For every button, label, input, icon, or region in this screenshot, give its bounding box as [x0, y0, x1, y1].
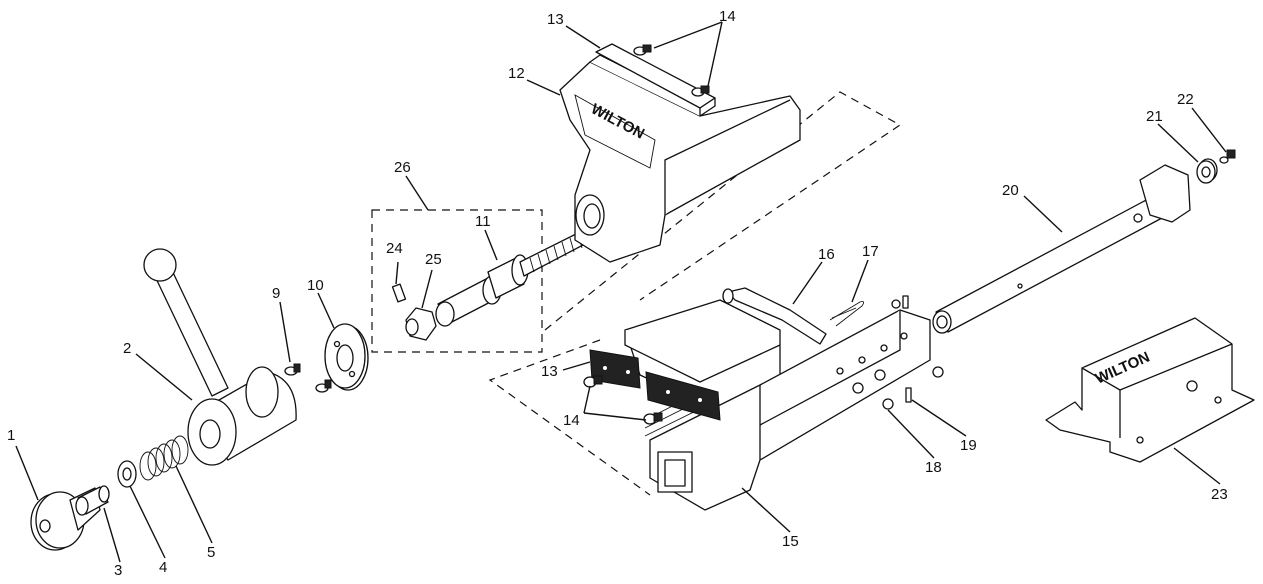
- part-10-flange: [324, 323, 369, 391]
- part-25-nut: [405, 307, 437, 341]
- part-9-screws: [284, 363, 332, 393]
- callout-12: 12: [508, 65, 525, 82]
- part-16-lock-pin: [722, 287, 827, 345]
- part-5-spring: [139, 435, 189, 481]
- callout-13-top: 13: [547, 11, 564, 28]
- callout-17: 17: [862, 243, 879, 260]
- callout-21: 21: [1146, 108, 1163, 125]
- callout-20: 20: [1002, 182, 1019, 199]
- callout-14-top: 14: [719, 8, 736, 25]
- callout-26: 26: [394, 159, 411, 176]
- callout-16: 16: [818, 246, 835, 263]
- callout-15: 15: [782, 533, 799, 550]
- callout-18: 18: [925, 459, 942, 476]
- part-18-nuts: [882, 299, 944, 410]
- part-14-screws-lower: [583, 375, 663, 425]
- callout-5: 5: [207, 544, 215, 561]
- callout-2: 2: [123, 340, 131, 357]
- part-2-handle: [143, 248, 297, 466]
- callout-23: 23: [1211, 486, 1228, 503]
- callout-labels: 1 2 3 4 5 9 10 11 12 13 13 14 14 15 16 1…: [7, 8, 1228, 579]
- part-13-jaw-plate-top: [595, 43, 716, 117]
- part-14-screws-top: [633, 44, 710, 97]
- part-11-screw-shaft: [435, 221, 605, 327]
- part-23-mounting-bracket: WILTON: [1045, 317, 1255, 463]
- callout-13-lower: 13: [541, 363, 558, 380]
- callout-4: 4: [159, 559, 167, 576]
- part-17-hairpin-clip: [829, 301, 865, 327]
- callout-3: 3: [114, 562, 122, 579]
- part-4-washer: [117, 460, 137, 488]
- part-15-base: [624, 299, 931, 511]
- part-19-roll-pin: [902, 295, 912, 403]
- part-1-end-cap: [30, 487, 101, 551]
- part-20-shaft: [932, 164, 1191, 334]
- callout-1: 1: [7, 427, 15, 444]
- part-21-spacer: [1196, 158, 1218, 184]
- part-24-pin: [391, 283, 407, 303]
- callout-9: 9: [272, 285, 280, 302]
- callout-24: 24: [386, 240, 403, 257]
- callout-25: 25: [425, 251, 442, 268]
- part-22-screw: [1219, 149, 1236, 164]
- callout-19: 19: [960, 437, 977, 454]
- callout-14-lower: 14: [563, 412, 580, 429]
- part-3-pin: [75, 485, 110, 516]
- callout-10: 10: [307, 277, 324, 294]
- dashed-guide-lines: [371, 91, 902, 496]
- callout-11: 11: [475, 213, 491, 230]
- leader-lines: [15, 21, 1227, 563]
- callout-22: 22: [1177, 91, 1194, 108]
- part-12-movable-jaw: WILTON: [559, 54, 801, 263]
